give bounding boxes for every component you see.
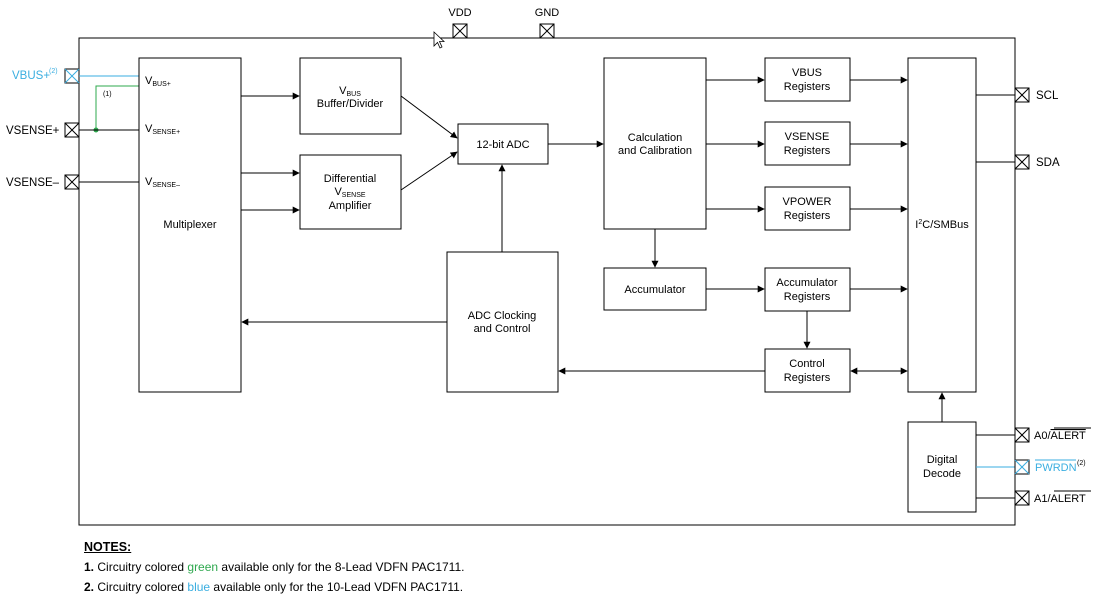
pin-a1-label: A1/ALERT xyxy=(1034,493,1086,505)
diff-amp-block xyxy=(299,154,402,230)
i2c-smbus-label: I2C/SMBus xyxy=(915,219,969,231)
notes-header: NOTES: xyxy=(84,540,132,554)
pin-vbus-plus-note-ref: (2) xyxy=(49,68,58,75)
diff-amp-line2: VSENSE xyxy=(334,186,365,199)
note-1-green-word: green xyxy=(187,560,219,574)
ctrl-reg-line2: Registers xyxy=(784,372,831,384)
pin-a0-alert: A0/ALERT xyxy=(1014,427,1091,443)
vsense-reg-line2: Registers xyxy=(784,145,831,157)
pin-vsense-plus-label: VSENSE+ xyxy=(6,125,60,137)
calc-line1: Calculation xyxy=(628,132,682,144)
mux-in1: VBUS+ xyxy=(145,75,171,88)
calc-line2: and Calibration xyxy=(618,145,692,157)
diff-amp-line3: Amplifier xyxy=(329,200,372,212)
cursor-icon xyxy=(433,31,446,49)
vsense-reg-line1: VSENSE xyxy=(785,131,830,143)
mux-in2: VSENSE+ xyxy=(145,123,180,136)
accumulator-label: Accumulator xyxy=(624,284,685,296)
pin-vbus-plus-label: VBUS+ xyxy=(12,70,50,82)
i2c-smbus-block xyxy=(907,57,977,393)
pin-a0-label: A0/ALERT xyxy=(1034,430,1086,442)
arrow-diff-to-adc xyxy=(400,151,458,191)
pin-pwrdn-label: PWRDN xyxy=(1035,462,1077,474)
vsense-registers-block xyxy=(764,121,851,166)
digital-decode-line2: Decode xyxy=(923,468,961,480)
pin-vsense-minus: VSENSE– xyxy=(6,174,80,190)
vpower-reg-line1: VPOWER xyxy=(783,196,832,208)
note-2-blue-word: blue xyxy=(187,580,211,594)
acc-reg-line1: Accumulator xyxy=(776,277,837,289)
adc-block xyxy=(457,123,549,165)
wire-green-jumper xyxy=(95,85,139,130)
digital-decode-block xyxy=(907,421,977,513)
mux-in3: VSENSE– xyxy=(145,176,180,189)
acc-reg-line2: Registers xyxy=(784,291,831,303)
pin-pwrdn: PWRDN (2) xyxy=(1014,459,1086,475)
vbus-buffer-line1: VBUS xyxy=(339,85,361,98)
calc-calibration-block xyxy=(603,57,707,230)
adc-label: 12-bit ADC xyxy=(476,139,529,151)
pin-vdd: VDD xyxy=(448,7,472,39)
pin-pwrdn-note-ref: (2) xyxy=(1077,460,1086,467)
pin-scl-label: SCL xyxy=(1036,90,1059,102)
pin-vsense-plus: VSENSE+ xyxy=(6,122,80,138)
note-1: 1. Circuitry colored green available onl… xyxy=(84,560,465,574)
pin-gnd-label: GND xyxy=(535,7,560,19)
diff-amp-line1: Differential xyxy=(324,173,376,185)
pin-sda: SDA xyxy=(1014,154,1060,170)
accumulator-block xyxy=(603,267,707,311)
digital-decode-line1: Digital xyxy=(927,454,958,466)
pin-scl: SCL xyxy=(1014,87,1059,103)
pin-a1-alert: A1/ALERT xyxy=(1014,490,1091,506)
adc-clocking-block xyxy=(446,251,559,393)
vbus-reg-line2: Registers xyxy=(784,81,831,93)
accumulator-registers-block xyxy=(764,267,851,312)
vbus-reg-line1: VBUS xyxy=(792,67,822,79)
arrow-buffer-to-adc xyxy=(400,95,458,139)
jumper-note-ref: (1) xyxy=(103,91,112,98)
pin-vsense-minus-label: VSENSE– xyxy=(6,177,60,189)
note-2: 2. Circuitry colored blue available only… xyxy=(84,580,464,594)
vpower-registers-block xyxy=(764,186,851,231)
adc-clocking-line2: and Control xyxy=(474,323,531,335)
pin-sda-label: SDA xyxy=(1036,157,1060,169)
multiplexer-block xyxy=(138,57,242,393)
vbus-buffer-line2: Buffer/Divider xyxy=(317,98,384,110)
multiplexer-label: Multiplexer xyxy=(163,219,217,231)
control-registers-block xyxy=(764,348,851,393)
pin-gnd: GND xyxy=(535,7,560,39)
notes-section: NOTES: 1. Circuitry colored green availa… xyxy=(84,537,464,597)
pin-vdd-label: VDD xyxy=(448,7,471,19)
ctrl-reg-line1: Control xyxy=(789,358,824,370)
pin-vbus-plus: VBUS+ (2) xyxy=(12,68,80,84)
adc-clocking-line1: ADC Clocking xyxy=(468,310,536,322)
vpower-reg-line2: Registers xyxy=(784,210,831,222)
vbus-registers-block xyxy=(764,57,851,102)
